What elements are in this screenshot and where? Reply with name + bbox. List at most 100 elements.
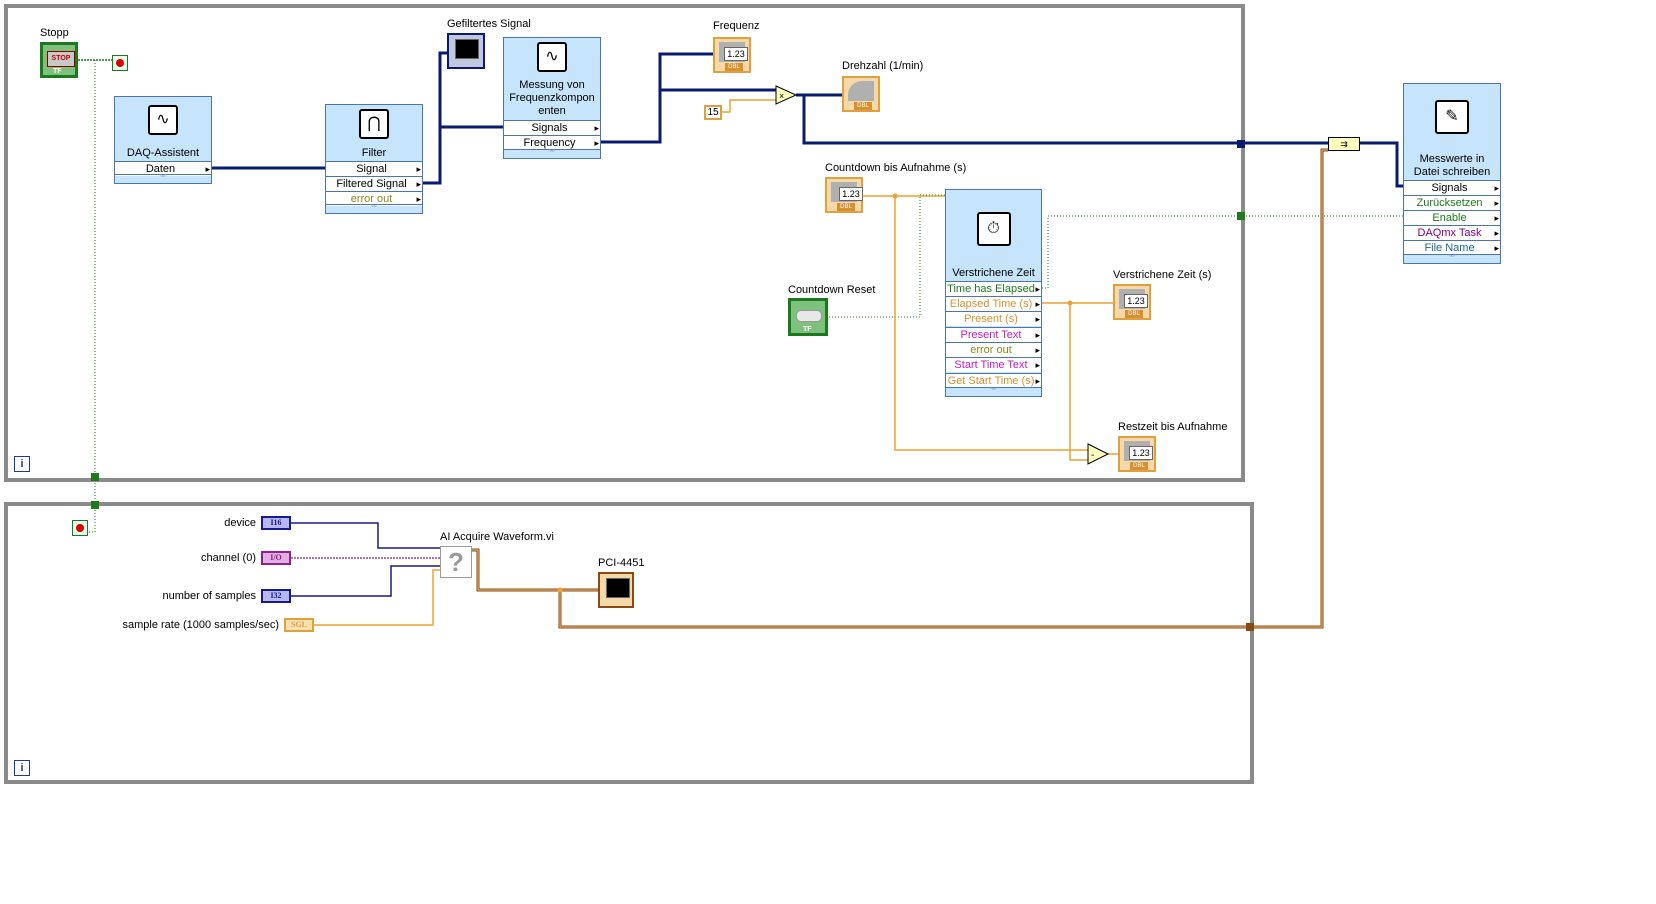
- output-frequency[interactable]: Frequency: [504, 135, 600, 150]
- tunnel: [1237, 140, 1245, 148]
- node-title: Verstrichene Zeit: [952, 267, 1035, 279]
- write-file-icon: ✎: [1435, 100, 1469, 134]
- tunnel: [91, 473, 99, 481]
- node-title: Filter: [361, 147, 387, 159]
- output-time-has-elapsed[interactable]: Time has Elapsed: [946, 281, 1041, 296]
- sample-rate-label: sample rate (1000 samples/sec): [122, 619, 279, 631]
- channel-control[interactable]: I/O: [261, 551, 291, 565]
- type-tag: TF: [803, 326, 812, 333]
- drehzahl-gauge-indicator[interactable]: DBL: [842, 76, 880, 112]
- tunnel: [91, 501, 99, 509]
- write-to-file-node[interactable]: ✎ Messwerte in Datei schreiben Signals Z…: [1403, 83, 1501, 264]
- daq-card-icon: ∿: [148, 105, 178, 135]
- type-tag: DBL: [854, 102, 872, 110]
- input-enable[interactable]: Enable: [1404, 210, 1500, 225]
- while-loop-top[interactable]: [4, 4, 1245, 482]
- output-present-text[interactable]: Present Text: [946, 327, 1041, 342]
- node-title: Messwerte in Datei schreiben: [1413, 153, 1491, 178]
- ai-acquire-waveform-subvi[interactable]: ?: [440, 546, 472, 578]
- elapsed-time-node[interactable]: ⏱ Verstrichene Zeit Time has Elapsed Ela…: [945, 189, 1042, 397]
- wire-stop-bottom: [80, 60, 96, 533]
- multiply-function: [775, 85, 798, 105]
- stop-terminal: [112, 55, 128, 71]
- constant-15[interactable]: 15: [704, 105, 722, 120]
- filter-icon: ⋂: [359, 109, 389, 139]
- samples-label: number of samples: [162, 590, 256, 602]
- device-label: device: [224, 517, 256, 529]
- sample-rate-control[interactable]: SGL: [284, 618, 314, 632]
- indicator-label: Verstrichene Zeit (s): [1113, 269, 1212, 281]
- channel-label: channel (0): [200, 552, 256, 564]
- value: 1.23: [724, 47, 748, 61]
- value: 1.23: [1124, 294, 1148, 308]
- input-signal[interactable]: Signal: [326, 161, 422, 176]
- output-daten[interactable]: Daten: [115, 161, 211, 176]
- expand-icon[interactable]: ︾: [1404, 254, 1500, 263]
- input-signals[interactable]: Signals: [504, 120, 600, 135]
- indicator-label: Frequenz: [713, 20, 760, 32]
- daq-assistant-node[interactable]: ∿ DAQ-Assistent Daten ︾: [114, 96, 212, 184]
- type-tag: DBL: [1130, 462, 1148, 470]
- expand-icon[interactable]: ︾: [946, 387, 1041, 396]
- indicator-label: Drehzahl (1/min): [842, 60, 924, 72]
- tunnel: [1246, 623, 1254, 631]
- wire-reset: [826, 194, 945, 318]
- iteration-icon: i: [14, 760, 30, 776]
- control-label: Countdown Reset: [788, 284, 876, 296]
- output-error-out[interactable]: error out: [946, 342, 1041, 357]
- output-elapsed-time[interactable]: Elapsed Time (s): [946, 296, 1041, 311]
- output-present[interactable]: Present (s): [946, 311, 1041, 326]
- wire-double: [314, 99, 1118, 626]
- subvi-label: AI Acquire Waveform.vi: [440, 531, 554, 543]
- merge-signals-icon[interactable]: ⇉: [1328, 137, 1360, 151]
- samples-control[interactable]: I32: [261, 589, 291, 603]
- stop-terminal: [72, 520, 88, 536]
- value: 1.23: [839, 187, 863, 201]
- stop-icon: [116, 59, 124, 67]
- node-title: Messung von Frequenzkompon enten: [509, 79, 595, 117]
- value: 1.23: [1129, 446, 1153, 460]
- type-tag: DBL: [725, 63, 743, 71]
- input-file-name[interactable]: File Name: [1404, 240, 1500, 255]
- graph-label: PCI-4451: [598, 557, 645, 569]
- output-filtered-signal[interactable]: Filtered Signal: [326, 176, 422, 191]
- iteration-icon: i: [14, 456, 30, 472]
- type-tag: DBL: [837, 203, 855, 211]
- waveform-graph-indicator[interactable]: [447, 33, 485, 69]
- tunnel: [1237, 212, 1245, 220]
- indicator-label: Restzeit bis Aufnahme: [1118, 421, 1228, 433]
- output-error-out[interactable]: error out: [326, 191, 422, 206]
- stop-icon: [76, 524, 84, 532]
- wire-elapsed-enable: [1042, 215, 1403, 289]
- input-daqmx-task[interactable]: DAQmx Task: [1404, 225, 1500, 240]
- graph-label: Gefiltertes Signal: [447, 18, 531, 30]
- expand-icon[interactable]: ︾: [504, 149, 600, 158]
- multiply-symbol: ×: [779, 91, 784, 101]
- countdown-reset-control[interactable]: TF: [788, 298, 828, 336]
- input-reset[interactable]: Zurücksetzen: [1404, 195, 1500, 210]
- control-label: Countdown bis Aufnahme (s): [825, 162, 967, 174]
- tone-measure-icon: ∿: [537, 42, 567, 72]
- output-start-time-text[interactable]: Start Time Text: [946, 357, 1041, 372]
- stop-button-control[interactable]: STOP TF: [40, 42, 78, 78]
- expand-icon[interactable]: ︾: [326, 204, 422, 213]
- type-tag: DBL: [1125, 310, 1143, 318]
- frequency-measurement-node[interactable]: ∿ Messung von Frequenzkompon enten Signa…: [503, 37, 601, 159]
- type-tag: TF: [53, 68, 62, 75]
- device-control[interactable]: I16: [261, 516, 291, 530]
- input-signals[interactable]: Signals: [1404, 180, 1500, 195]
- pci-4451-graph-indicator[interactable]: [598, 572, 634, 608]
- led-icon: [796, 310, 822, 322]
- output-get-start-time[interactable]: Get Start Time (s): [946, 373, 1041, 388]
- while-loop-bottom[interactable]: [4, 502, 1254, 784]
- expand-icon[interactable]: ︾: [115, 174, 211, 183]
- graph-icon: [606, 578, 630, 598]
- stopwatch-icon: ⏱: [976, 212, 1011, 246]
- filter-node[interactable]: ⋂ Filter Signal Filtered Signal error ou…: [325, 104, 423, 214]
- wire-dynamic: [212, 51, 1403, 188]
